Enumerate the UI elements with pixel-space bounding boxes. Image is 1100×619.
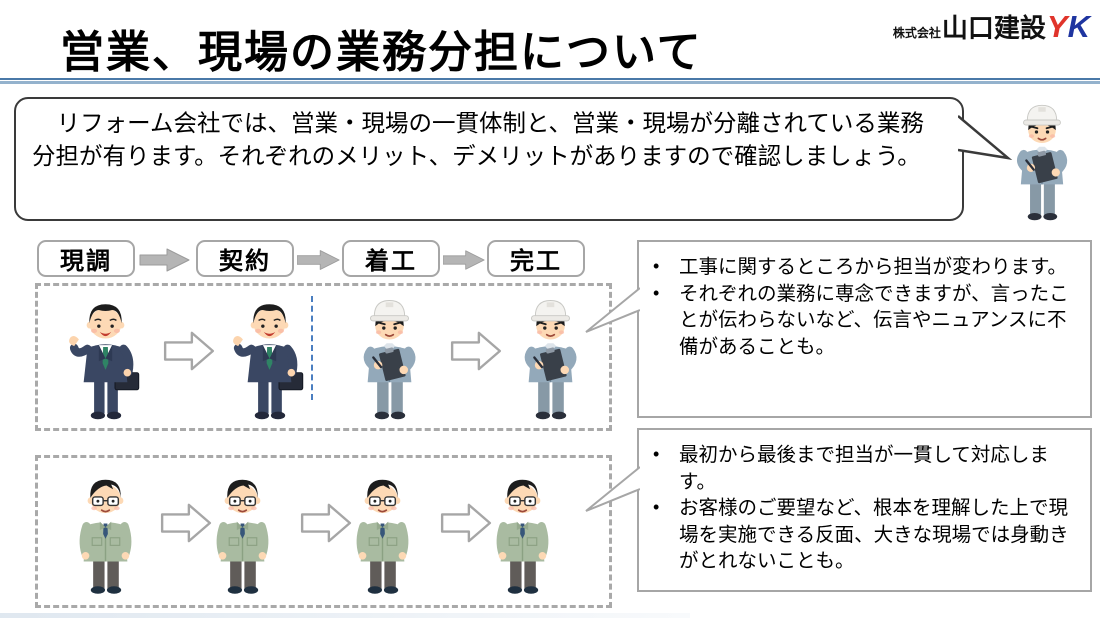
salesman-illustration: [222, 291, 317, 424]
title-underline: [0, 78, 1100, 84]
flow-step-survey: 現調: [37, 240, 135, 277]
bullet-item: お客様のご要望など、根本を理解した上で現場を実施できる反面、大きな現場では身動き…: [645, 495, 1082, 575]
people-arrow-icon: [163, 330, 215, 372]
logo-company-prefix: 株式会社: [892, 26, 941, 40]
flow-step-contract: 契約: [196, 240, 294, 277]
separated-callout-box: 工事に関するところから担当が変わります。 それぞれの業務に専念できますが、言った…: [637, 240, 1092, 418]
site-worker-illustration: [342, 291, 437, 424]
intro-bubble-tail-icon: [958, 115, 1013, 160]
page-title: 営業、現場の業務分担について: [60, 28, 703, 77]
separated-bullet-list: 工事に関するところから担当が変わります。 それぞれの業務に専念できますが、言った…: [645, 254, 1082, 360]
mascot-worker-illustration: [996, 93, 1088, 228]
salesman-illustration: [58, 291, 153, 424]
uniform-worker-illustration: [475, 463, 570, 603]
step-arrow-icon: [138, 248, 192, 272]
uniform-worker-illustration: [195, 463, 290, 603]
footer-accent-bar: [0, 613, 690, 618]
handover-separator-line: [311, 296, 313, 400]
people-arrow-icon: [450, 330, 502, 372]
intro-text: リフォーム会社では、営業・現場の一貫体制と、営業・現場が分離されている業務分担が…: [32, 110, 924, 170]
step-arrow-icon: [297, 250, 340, 270]
logo-k-mark: K: [1067, 9, 1090, 44]
logo-company-name: 山口建設: [941, 13, 1046, 43]
callout-tail-icon: [585, 287, 640, 333]
company-logo: 株式会社 山口建設 Y K: [893, 8, 1090, 45]
logo-y-mark: Y: [1046, 9, 1068, 44]
step-arrow-icon: [443, 250, 485, 270]
intro-speech-bubble: リフォーム会社では、営業・現場の一貫体制と、営業・現場が分離されている業務分担が…: [14, 97, 964, 221]
uniform-worker-illustration: [58, 463, 153, 603]
flow-step-complete: 完工: [487, 240, 585, 277]
bullet-item: 最初から最後まで担当が一貫して対応します。: [645, 442, 1082, 495]
integrated-bullet-list: 最初から最後まで担当が一貫して対応します。 お客様のご要望など、根本を理解した上…: [645, 442, 1082, 575]
bullet-item: 工事に関するところから担当が変わります。: [645, 254, 1082, 281]
callout-tail-icon: [585, 466, 640, 512]
integrated-callout-box: 最初から最後まで担当が一貫して対応します。 お客様のご要望など、根本を理解した上…: [637, 428, 1092, 592]
flow-step-start: 着工: [342, 240, 440, 277]
separated-team-box: [35, 283, 612, 431]
uniform-worker-illustration: [335, 463, 430, 603]
bullet-item: それぞれの業務に専念できますが、言ったことが伝わらないなど、伝言やニュアンスに不…: [645, 281, 1082, 361]
